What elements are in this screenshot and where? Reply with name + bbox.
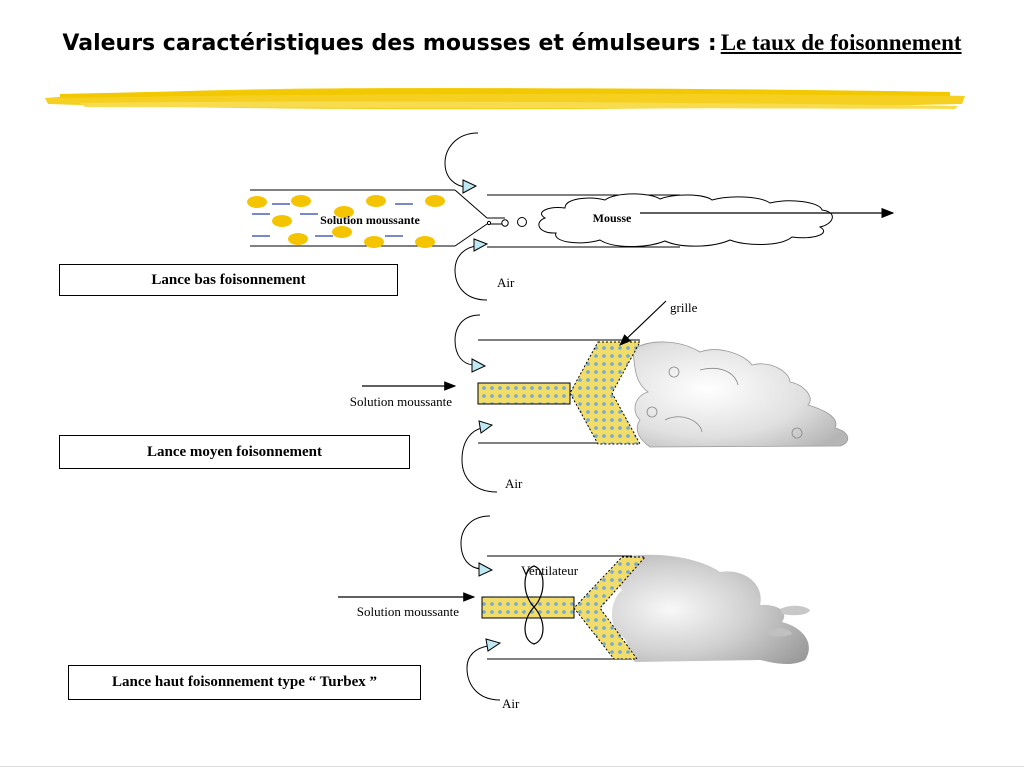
air-arrow-icon xyxy=(485,638,502,652)
high-grille xyxy=(573,556,647,660)
grille-label: grille xyxy=(670,300,698,315)
grille xyxy=(569,341,641,445)
high-air-arrows xyxy=(460,515,502,701)
air-arrow-icon xyxy=(478,420,494,434)
foam-wisp xyxy=(768,627,792,637)
slide-title: Valeurs caractéristiques des mousses et … xyxy=(0,30,1024,56)
mousse-cloud xyxy=(538,193,833,248)
high-expansion-section: Ventilateur Solution moussante Air xyxy=(338,515,810,711)
medium-expansion-section: grille Solution moussante Air xyxy=(350,300,849,493)
title-underline-brush xyxy=(45,87,965,110)
mousse-label: Mousse xyxy=(593,211,632,225)
low-expansion-label-box: Lance bas foisonnement xyxy=(59,264,398,296)
liquid-dashes xyxy=(252,203,413,237)
medium-expansion-label-box: Lance moyen foisonnement xyxy=(59,435,410,469)
air-arrow-icon xyxy=(473,238,489,252)
foam-detail xyxy=(646,366,803,439)
low-expansion-section: Solution moussante Air Mousse xyxy=(247,132,895,301)
high-expansion-label-box: Lance haut foisonnement type “ Turbex ” xyxy=(68,665,421,700)
low-air-arrows xyxy=(444,132,489,301)
medium-air-label: Air xyxy=(505,476,523,491)
medium-solution-label: Solution moussante xyxy=(350,394,452,409)
high-solution-label: Solution moussante xyxy=(357,604,459,619)
bottom-rule xyxy=(0,766,1024,767)
air-arrow-icon xyxy=(478,562,494,577)
air-arrow-icon xyxy=(471,358,487,373)
air-arrow-icon xyxy=(462,179,478,194)
nozzle-bubbles xyxy=(486,217,527,227)
ventilateur-label: Ventilateur xyxy=(521,563,579,578)
fan-icon xyxy=(524,565,544,645)
medium-air-arrows xyxy=(454,314,498,493)
low-air-label: Air xyxy=(497,275,515,290)
medium-pipe xyxy=(477,382,571,405)
title-main: Valeurs caractéristiques des mousses et … xyxy=(62,31,717,56)
medium-foam-cloud xyxy=(631,341,849,448)
solution-bubbles xyxy=(247,195,445,248)
title-sub: Le taux de foisonnement xyxy=(720,30,962,55)
high-air-label: Air xyxy=(502,696,520,711)
low-solution-label: Solution moussante xyxy=(320,213,420,227)
grille-pointer-arrow xyxy=(619,300,667,346)
high-foam-cloud xyxy=(611,554,809,665)
foam-wisp xyxy=(780,605,810,616)
